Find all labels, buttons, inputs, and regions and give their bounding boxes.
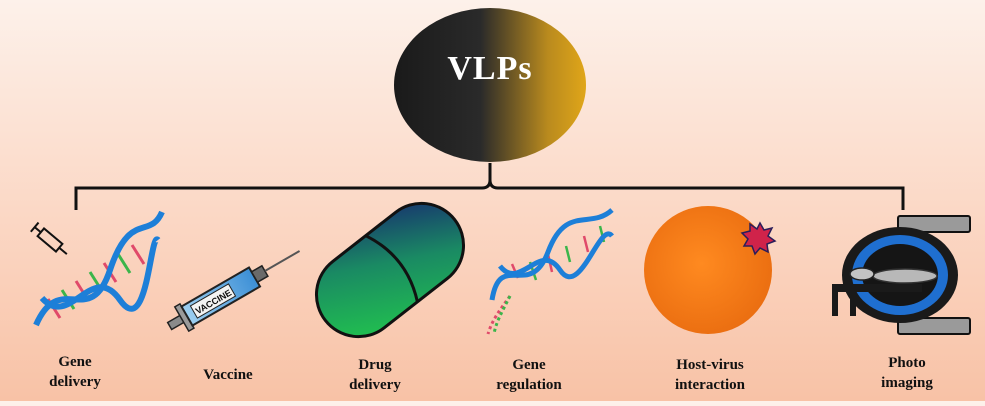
virus-icon (740, 221, 777, 256)
cell-with-virus-icon (644, 206, 777, 334)
label-gene-delivery: Gene delivery (49, 354, 101, 390)
label-gene-regulation: Gene regulation (496, 357, 562, 393)
label-photo-imaging: Photo imaging (881, 355, 933, 391)
dna-with-syringe-icon (30, 210, 165, 327)
syringe-icon: VACCINE (166, 250, 301, 333)
vlp-ellipse (394, 8, 586, 162)
label-vaccine: Vaccine (203, 367, 253, 383)
mri-scanner-icon (832, 215, 971, 335)
capsule-icon (314, 201, 466, 339)
vlps-title: VLPs (447, 50, 533, 87)
dna-strand-icon (486, 208, 614, 335)
label-drug-delivery: Drug delivery (349, 357, 401, 393)
bracket-connector (74, 163, 905, 210)
label-host-virus-interaction: Host-virus interaction (675, 357, 745, 393)
